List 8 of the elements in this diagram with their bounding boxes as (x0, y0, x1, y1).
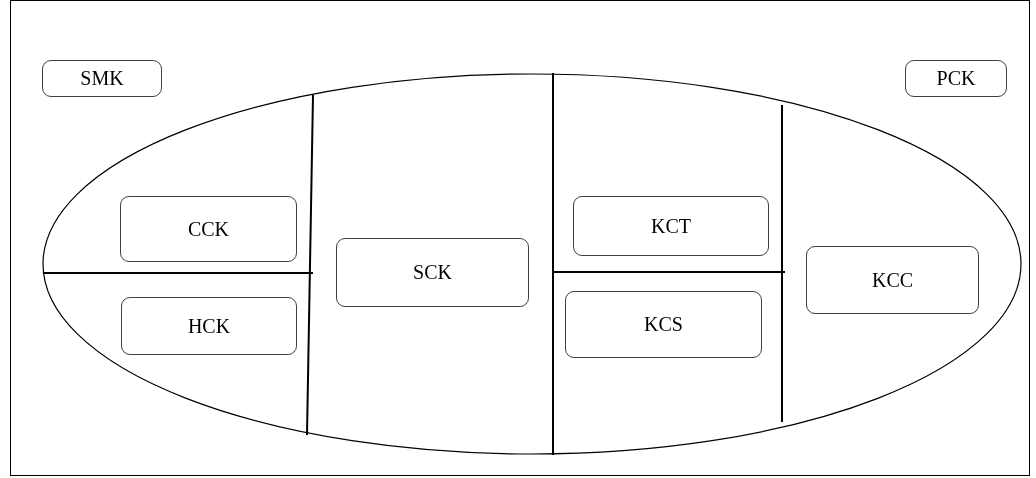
label-box: HCK (121, 297, 297, 355)
label-box: SMK (42, 60, 162, 97)
label-box: CCK (120, 196, 297, 262)
label-box: KCC (806, 246, 979, 314)
label-box: SCK (336, 238, 529, 307)
label-box: KCS (565, 291, 762, 358)
label-box: PCK (905, 60, 1007, 97)
label-box: KCT (573, 196, 769, 256)
